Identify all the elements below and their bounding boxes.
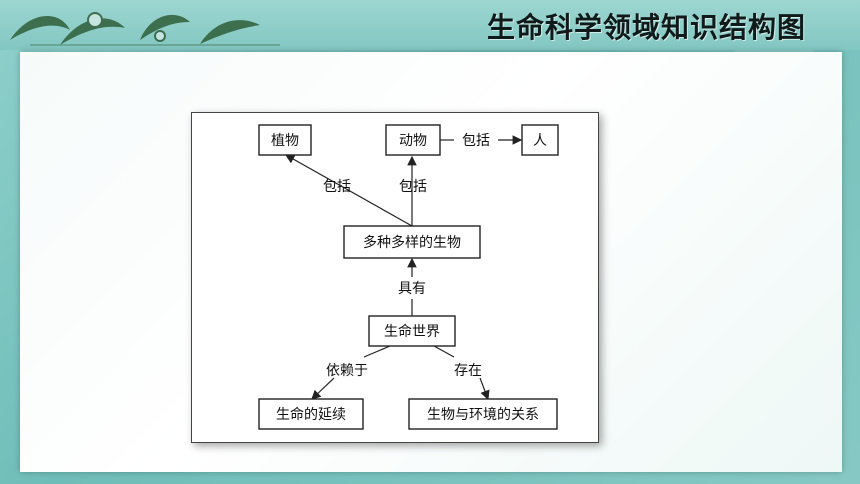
label-include-plants: 包括 xyxy=(323,179,351,195)
floral-ornament-icon xyxy=(10,12,280,46)
label-exists: 存在 xyxy=(454,363,482,379)
node-plants: 植物 xyxy=(258,124,312,156)
node-continuation: 生命的延续 xyxy=(258,398,364,430)
label-include-animals: 包括 xyxy=(399,179,427,195)
node-relationship: 生物与环境的关系 xyxy=(408,398,558,430)
svg-text:植物: 植物 xyxy=(271,133,299,149)
node-human: 人 xyxy=(521,124,559,156)
svg-text:多种多样的生物: 多种多样的生物 xyxy=(363,234,461,251)
edge-life-to-relationship-b xyxy=(479,377,490,401)
label-include-human: 包括 xyxy=(462,133,490,149)
svg-text:动物: 动物 xyxy=(399,133,427,149)
knowledge-structure-diagram: 植物 动物 人 多种多样的生物 生命世界 生命的延续 生物与环境的关系 包括 包… xyxy=(191,112,599,443)
svg-text:生物与环境的关系: 生物与环境的关系 xyxy=(427,407,539,423)
node-diverse-organisms: 多种多样的生物 xyxy=(343,225,481,259)
diagram-canvas: 植物 动物 人 多种多样的生物 生命世界 生命的延续 生物与环境的关系 包括 包… xyxy=(258,124,559,430)
edge-life-to-relationship-a xyxy=(433,345,455,358)
edge-life-to-continuation-a xyxy=(363,345,391,358)
edge-life-to-continuation-b xyxy=(311,377,335,400)
node-life-world: 生命世界 xyxy=(368,315,456,347)
svg-text:生命的延续: 生命的延续 xyxy=(276,406,346,423)
label-depends-on: 依赖于 xyxy=(326,363,368,379)
svg-text:人: 人 xyxy=(533,133,547,149)
slide-title: 生命科学领域知识结构图 xyxy=(486,11,806,44)
edge-diverse-to-plants xyxy=(284,154,413,227)
node-animals: 动物 xyxy=(385,124,441,156)
svg-text:生命世界: 生命世界 xyxy=(384,323,440,340)
slide-header: 生命科学领域知识结构图 xyxy=(0,0,860,50)
label-has: 具有 xyxy=(398,281,426,297)
